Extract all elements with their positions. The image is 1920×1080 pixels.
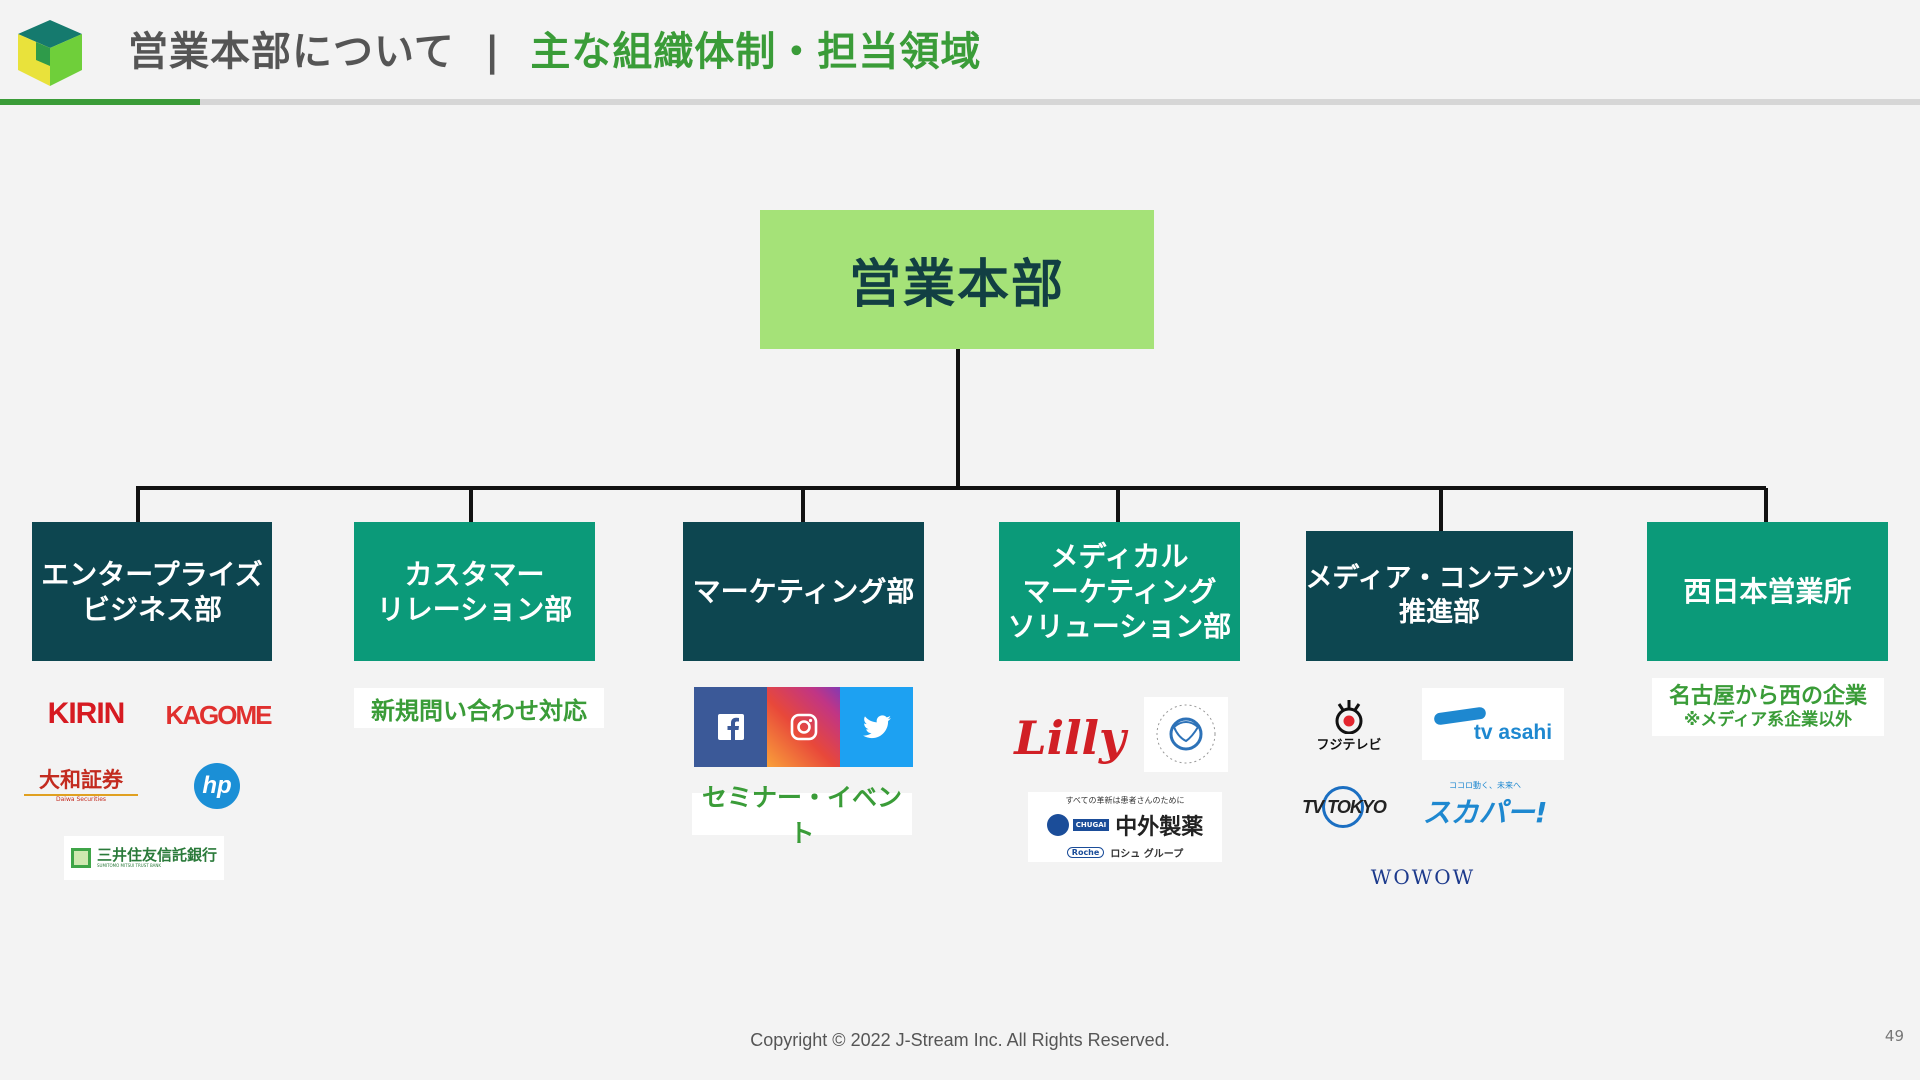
daiwa-securities-logo: 大和証券 Daiwa Securities xyxy=(24,766,138,806)
tv-asahi-logo-text: tv asahi xyxy=(1473,721,1553,744)
chugai-emblem-icon xyxy=(1046,813,1069,836)
facebook-icon xyxy=(717,714,744,740)
page-title: 営業本部について | 主な組織体制・担当領域 xyxy=(128,22,981,82)
company-logo-icon xyxy=(18,20,82,86)
roche-logo: Roche xyxy=(1066,846,1105,858)
chugai-logo-text: 中外製薬 xyxy=(1115,814,1204,840)
org-root-sales-division: 営業本部 xyxy=(760,210,1154,349)
chugai-small-text: CHUGAI xyxy=(1072,818,1110,831)
sky-perfect-logo: ココロ動く、未来へ スカパー! xyxy=(1420,780,1550,830)
header-divider xyxy=(0,99,1920,105)
dept-label-line: カスタマー xyxy=(404,557,545,591)
instagram-icon xyxy=(790,713,817,741)
fuji-tv-eye-icon xyxy=(1335,699,1363,734)
tv-asahi-logo: tv asahi xyxy=(1422,688,1564,760)
dept-label-line: メディア・コンテンツ xyxy=(1305,563,1574,595)
sumitomo-logo-text: 三井住友信託銀行 xyxy=(96,845,217,864)
page-title-sub: 主な組織体制・担当領域 xyxy=(530,29,982,75)
japan-neuroscience-society-logo xyxy=(1144,697,1228,772)
dept-label-line: エンタープライズ xyxy=(41,557,263,591)
dept-label-line: リレーション部 xyxy=(376,592,573,626)
daiwa-logo-rule xyxy=(24,793,138,796)
instagram-tile xyxy=(767,687,840,767)
hp-logo: hp xyxy=(194,763,240,809)
fuji-tv-logo-text: フジテレビ xyxy=(1316,737,1382,753)
domain-label-west-japan: 名古屋から西の企業 ※メディア系企業以外 xyxy=(1652,678,1884,736)
daiwa-logo-subtext: Daiwa Securities xyxy=(55,795,107,803)
dept-medical-marketing-solution: メディカル マーケティング ソリューション部 xyxy=(999,522,1240,661)
sumitomo-mitsui-trust-logo: 三井住友信託銀行 SUMITOMO MITSUI TRUST BANK xyxy=(64,836,224,880)
domain-label-customer-relation: 新規問い合わせ対応 xyxy=(354,688,604,728)
chugai-logo-row: CHUGAI 中外製薬 xyxy=(1046,809,1204,841)
dept-label-line: ビジネス部 xyxy=(81,592,222,626)
sumitomo-emblem-icon xyxy=(70,848,91,868)
twitter-tile xyxy=(840,687,913,767)
chugai-pharmaceutical-logo: すべての革新は患者さんのために CHUGAI 中外製薬 Roche ロシュ グル… xyxy=(1028,792,1222,862)
header-divider-accent xyxy=(0,99,200,105)
daiwa-logo-text: 大和証券 xyxy=(39,767,123,792)
page-number: 49 xyxy=(1884,1027,1904,1045)
facebook-tile xyxy=(694,687,767,767)
dept-label-line: 推進部 xyxy=(1399,597,1480,628)
roche-row: Roche ロシュ グループ xyxy=(1066,845,1184,860)
kagome-logo: KAGOME xyxy=(165,699,273,730)
tv-tokyo-logo: TV TOKYO xyxy=(1296,786,1392,828)
title-separator: | xyxy=(484,29,501,75)
fuji-tv-logo: フジテレビ xyxy=(1312,696,1386,756)
tv-tokyo-ring-icon xyxy=(1322,786,1364,828)
twitter-icon xyxy=(862,715,891,739)
lilly-logo: Lilly xyxy=(1014,711,1126,765)
dept-media-content-promotion: メディア・コンテンツ 推進部 xyxy=(1305,531,1574,661)
dept-label-line: ソリューション部 xyxy=(1007,610,1232,643)
neuron-emblem-icon xyxy=(1156,704,1216,764)
sumitomo-logo-subtext: SUMITOMO MITSUI TRUST BANK xyxy=(96,863,162,869)
kirin-logo: KIRIN xyxy=(47,697,126,730)
footer-copyright: Copyright © 2022 J-Stream Inc. All Right… xyxy=(750,1030,1170,1050)
west-japan-main-text: 名古屋から西の企業 xyxy=(1668,683,1867,709)
sky-perfect-logo-text: スカパー! xyxy=(1422,795,1548,829)
roche-group-text: ロシュ グループ xyxy=(1110,848,1184,860)
west-japan-note-text: ※メディア系企業以外 xyxy=(1683,710,1853,730)
chugai-tagline: すべての革新は患者さんのために xyxy=(1065,795,1185,805)
dept-label-line: マーケティング xyxy=(1022,575,1217,608)
tv-tokyo-logo-text: TV TOKYO xyxy=(1302,796,1387,817)
dept-marketing: マーケティング部 xyxy=(683,522,924,661)
dept-label-line: マーケティング部 xyxy=(692,575,915,608)
wowow-logo: WOWOW xyxy=(1370,865,1476,889)
sky-perfect-tagline: ココロ動く、未来へ xyxy=(1449,780,1521,790)
hp-logo-text: hp xyxy=(202,772,232,799)
dept-west-japan-office: 西日本営業所 xyxy=(1647,522,1888,661)
dept-enterprise-business: エンタープライズ ビジネス部 xyxy=(32,522,272,661)
dept-customer-relation: カスタマー リレーション部 xyxy=(354,522,595,661)
sumitomo-logo-text-group: 三井住友信託銀行 SUMITOMO MITSUI TRUST BANK xyxy=(97,847,217,869)
dept-label-line: メディカル xyxy=(1050,540,1189,573)
page-title-main: 営業本部について xyxy=(128,29,455,75)
dept-label-line: 西日本営業所 xyxy=(1683,575,1852,608)
domain-label-seminar-event: セミナー・イベント xyxy=(692,783,912,848)
